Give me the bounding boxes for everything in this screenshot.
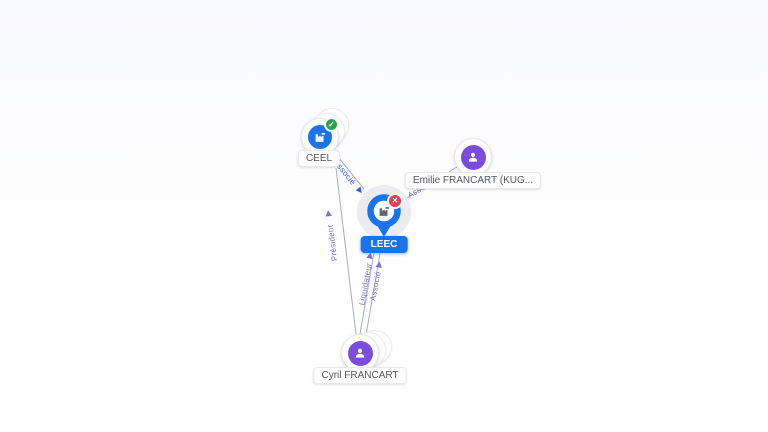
node-label-cyril[interactable]: Cyril FRANCART	[313, 367, 407, 384]
edge-line-cyril-leec-2	[365, 241, 383, 336]
node-ceel-company-disc[interactable]	[308, 125, 332, 149]
company-icon	[315, 132, 325, 142]
node-label-leec[interactable]: LEEC	[360, 236, 408, 253]
node-label-text: Emilie FRANCART (KUG...	[412, 175, 534, 186]
check-icon: ✓	[328, 119, 335, 129]
edge-label-cyril-ceel: Président	[325, 210, 339, 262]
company-icon	[377, 204, 391, 218]
node-label-ceel[interactable]: CEEL	[297, 150, 341, 167]
edge-label-text: Président	[326, 224, 339, 262]
node-emilie-person-disc[interactable]	[460, 144, 486, 170]
edge-arrow-icon	[375, 261, 382, 268]
edge-arrow-icon	[325, 210, 332, 217]
closed-cross-badge: ✕	[387, 193, 403, 209]
close-icon: ✕	[391, 196, 399, 205]
node-label-text: LEEC	[370, 239, 398, 250]
edge-line-cyril-leec-1	[359, 240, 377, 335]
edge-arrow-icon	[366, 252, 373, 259]
active-check-badge: ✓	[324, 117, 339, 132]
person-icon	[355, 348, 365, 358]
edge-arrow-icon	[355, 186, 362, 194]
edge-line-cyril-ceel	[335, 167, 357, 335]
person-icon	[468, 152, 478, 162]
node-label-emilie[interactable]: Emilie FRANCART (KUG...	[404, 172, 542, 189]
node-label-text: CEEL	[305, 153, 333, 164]
node-cyril-person-disc[interactable]	[347, 340, 373, 366]
node-label-text: Cyril FRANCART	[321, 370, 399, 381]
